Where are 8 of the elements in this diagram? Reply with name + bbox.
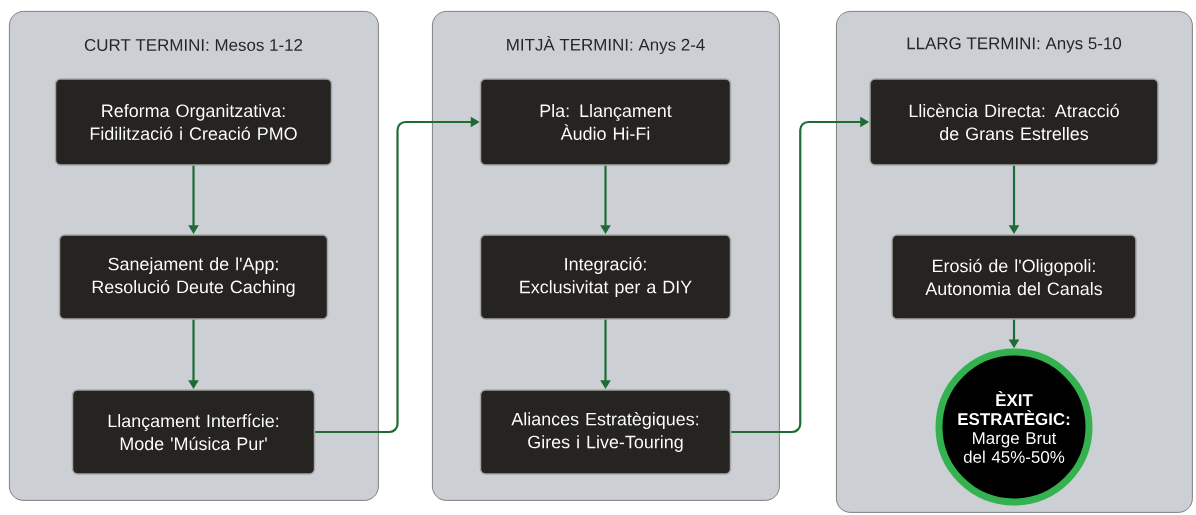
step-box: Reforma Organitzativa: Fidilització i Creació PMO: [54, 78, 333, 166]
step-box: Aliances Estratègiques: Gires i Live-Touring: [479, 389, 732, 475]
step-box: Integració: Exclusivitat per a DIY: [479, 234, 732, 320]
step-box: Pla: Llançament Àudio Hi-Fi: [479, 78, 732, 166]
step-box: Erosió de l'Oligopoli: Autonomia del Canals: [891, 234, 1137, 320]
step-box: Llançament Interfície: Mode 'Música Pur': [71, 389, 316, 475]
step-box: Sanejament de l'App: Resolució Deute Caching: [58, 234, 329, 320]
step-box: Llicència Directa: Atracció de Grans Estrelles: [869, 78, 1159, 166]
